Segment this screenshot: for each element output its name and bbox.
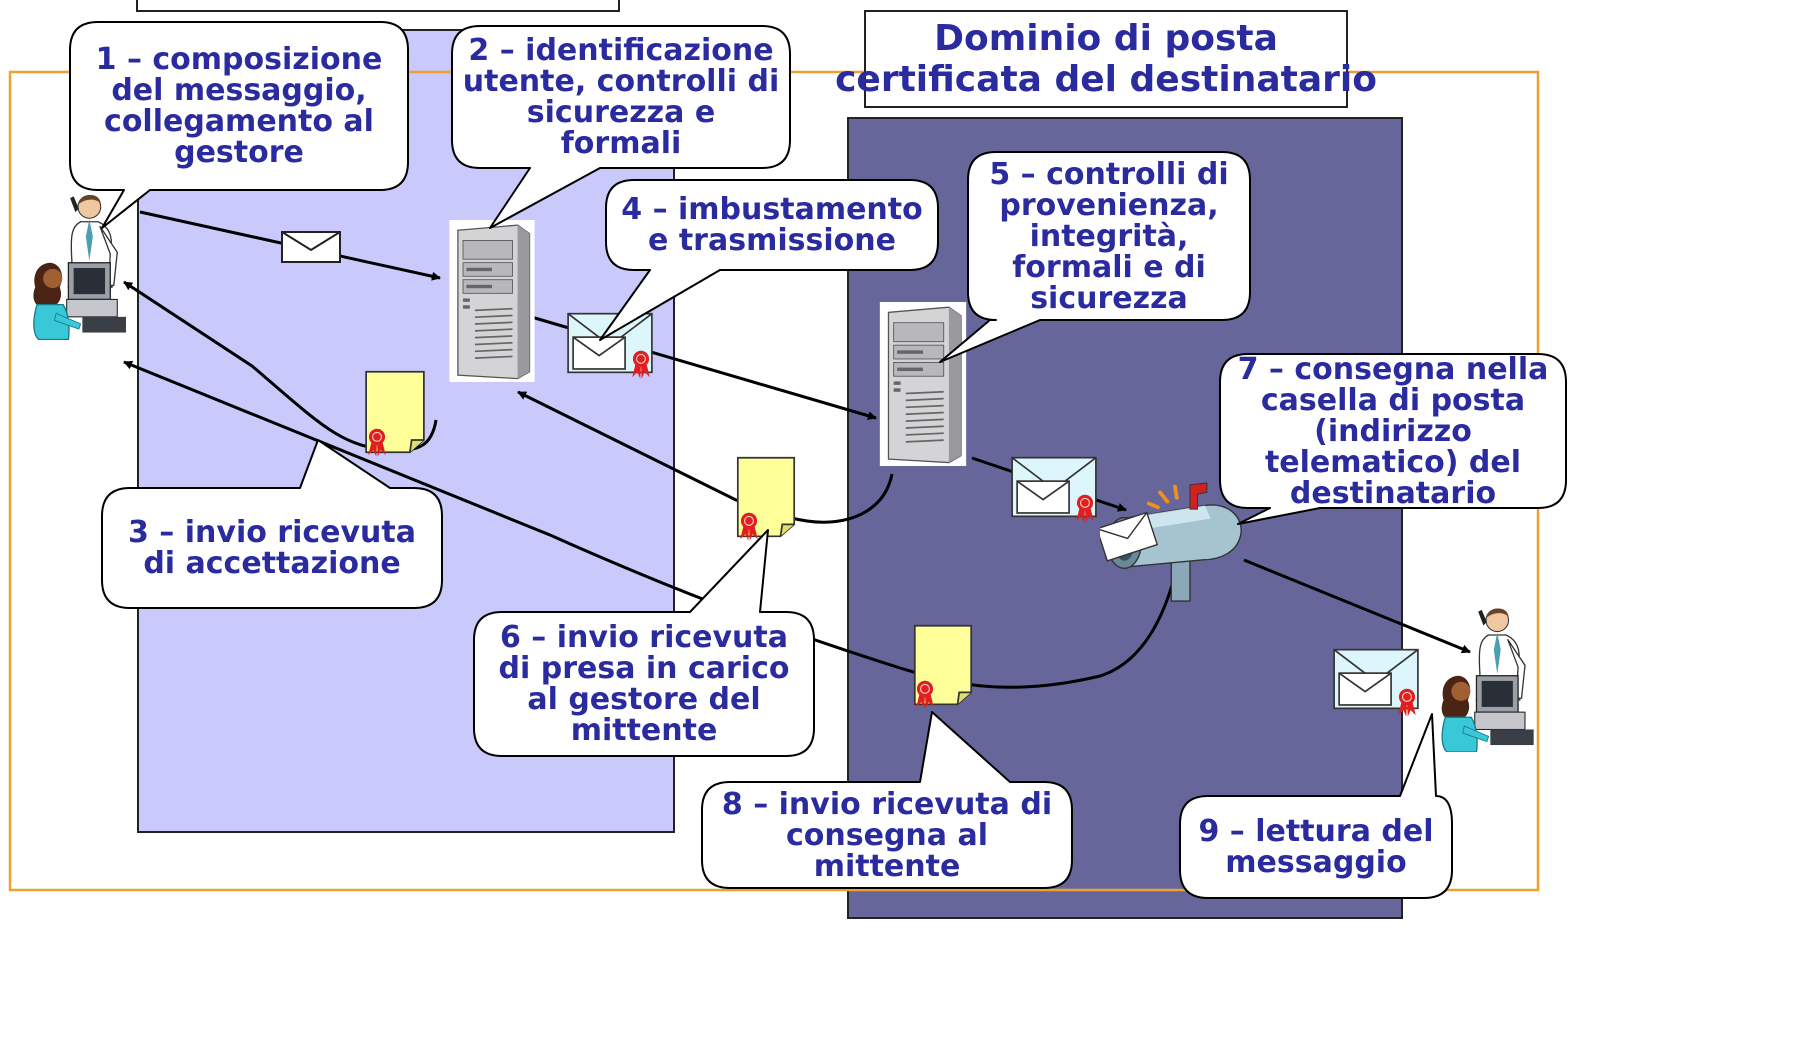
step-6-line-3: al gestore del <box>527 682 761 717</box>
step-7-text: 7 – consegna nella casella di posta (ind… <box>1220 351 1566 511</box>
step-9-line-2: messaggio <box>1225 845 1407 880</box>
step-7-line-3: (indirizzo <box>1314 413 1472 449</box>
step-1-line-4: gestore <box>174 135 304 170</box>
step-6-line-4: mittente <box>570 713 718 748</box>
sender-domain-title-box <box>136 0 620 12</box>
step-5-line-1: 5 – controlli di <box>989 156 1229 192</box>
step-2-line-2: utente, controlli di <box>462 64 780 99</box>
step-2-text: 2 – identificazione utente, controlli di… <box>452 26 790 168</box>
step-5-line-5: sicurezza <box>1030 280 1188 316</box>
step-1-line-3: collegamento al <box>104 104 374 139</box>
step-8-text: 8 – invio ricevuta di consegna al mitten… <box>702 782 1072 888</box>
recipient-domain-title: Dominio di posta certificata del destina… <box>835 10 1377 108</box>
certified-envelope-read-icon <box>1333 648 1419 718</box>
step-7-callout <box>1219 353 1567 525</box>
step-6-line-2: di presa in carico <box>498 651 790 686</box>
step-4-line-2: e trasmissione <box>648 223 896 258</box>
step-5-callout <box>939 151 1251 363</box>
step-2-callout <box>451 25 791 229</box>
step-9-callout <box>1179 713 1453 899</box>
step-7-line-2: casella di posta <box>1260 382 1526 418</box>
step-6-callout <box>473 529 815 757</box>
step-6-line-1: 6 – invio ricevuta <box>499 620 788 655</box>
acceptance-receipt-icon <box>365 370 425 458</box>
step-5-line-3: integrità, <box>1029 218 1189 254</box>
takeover-receipt-icon <box>736 456 796 542</box>
step-8-callout <box>701 711 1073 889</box>
step-8-line-2: consegna al <box>785 817 988 853</box>
certified-envelope-delivery-icon <box>1011 456 1097 524</box>
step-9-line-1: 9 – lettura del <box>1198 814 1434 849</box>
step-2-line-3: sicurezza e <box>526 95 716 130</box>
step-2-line-4: formali <box>560 126 682 161</box>
delivery-receipt-icon <box>913 624 973 710</box>
step-3-line-2: di accettazione <box>143 546 401 581</box>
step-5-line-4: formali e di <box>1012 249 1206 285</box>
step-4-callout <box>599 179 939 341</box>
step-4-text: 4 – imbustamento e trasmissione <box>606 180 938 270</box>
step-7-line-4: telematico) del <box>1264 444 1522 480</box>
step-9-text: 9 – lettura del messaggio <box>1180 796 1452 898</box>
step-3-line-1: 3 – invio ricevuta <box>127 515 416 550</box>
flow-read-message <box>1243 558 1471 654</box>
step-2-line-1: 2 – identificazione <box>468 33 774 68</box>
step-1-line-2: del messaggio, <box>111 73 367 108</box>
step-7-line-5: destinatario <box>1289 475 1497 511</box>
recipient-domain-title-line-1: Dominio di posta <box>934 18 1278 59</box>
recipient-domain-title-line-2: certificata del destinatario <box>835 59 1377 100</box>
step-1-line-1: 1 – composizione <box>95 42 383 77</box>
step-6-text: 6 – invio ricevuta di presa in carico al… <box>474 612 814 756</box>
step-3-callout <box>101 439 443 609</box>
step-5-text: 5 – controlli di provenienza, integrità,… <box>968 152 1250 320</box>
step-7-line-1: 7 – consegna nella <box>1237 351 1549 387</box>
certified-envelope-transmit-icon <box>567 312 653 380</box>
step-5-line-2: provenienza, <box>999 187 1219 223</box>
plain-envelope-icon <box>281 231 341 263</box>
step-4-line-1: 4 – imbustamento <box>621 192 923 227</box>
step-1-callout <box>69 21 409 229</box>
recipient-server-icon <box>878 302 968 466</box>
sender-server-icon <box>448 220 536 382</box>
step-1-text: 1 – composizione del messaggio, collegam… <box>70 22 408 190</box>
step-3-text: 3 – invio ricevuta di accettazione <box>102 488 442 608</box>
step-8-line-1: 8 – invio ricevuta di <box>721 786 1053 822</box>
step-8-line-3: mittente <box>813 848 961 884</box>
recipient-user-icon <box>1441 607 1535 752</box>
